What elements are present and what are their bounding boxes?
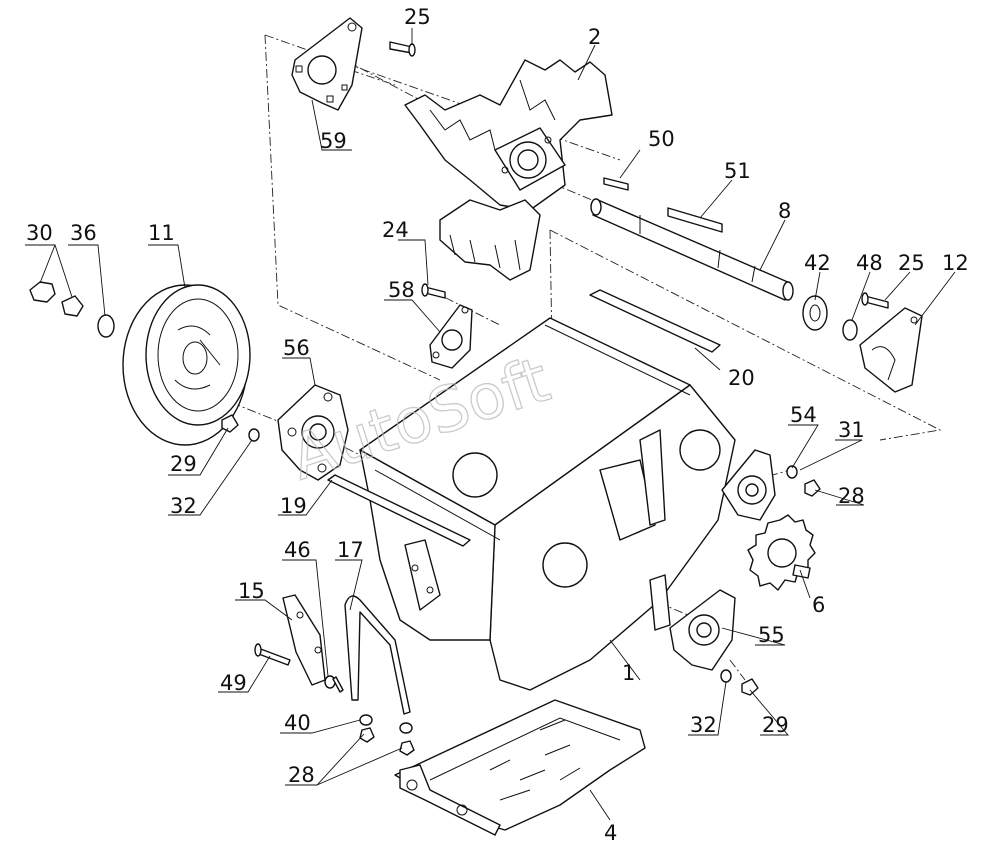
callout-2: 2: [588, 25, 601, 49]
callout-4: 4: [604, 821, 617, 845]
callout-55: 55: [758, 623, 785, 647]
callout-11: 11: [148, 221, 175, 245]
callout-30: 30: [26, 221, 53, 245]
part-56-bearing-flange: [277, 384, 349, 481]
part-8-shaft: [590, 198, 794, 301]
callout-28-bottom: 28: [288, 763, 315, 787]
part-58-flange-plate: [429, 304, 473, 369]
part-11-pulley: [122, 284, 251, 446]
callout-49: 49: [220, 671, 247, 695]
callout-59: 59: [320, 129, 347, 153]
part-31-28-washer-nut: [786, 465, 821, 497]
part-1-housing: [359, 317, 736, 691]
part-51-long-key: [667, 207, 723, 233]
part-25-pin-top: [389, 41, 416, 57]
callout-32-left: 32: [170, 494, 197, 518]
callout-54: 54: [790, 403, 817, 427]
callout-1: 1: [622, 661, 635, 685]
callout-51: 51: [724, 159, 751, 183]
part-25-bolt-right: [861, 292, 889, 309]
part-42-washer: [802, 295, 828, 331]
part-20-strip: [589, 289, 721, 353]
callout-24: 24: [382, 218, 409, 242]
callout-31: 31: [838, 418, 865, 442]
callout-36: 36: [70, 221, 97, 245]
part-15-bracket: [282, 594, 326, 686]
callout-15: 15: [238, 579, 265, 603]
part-48-circlip: [842, 319, 858, 341]
callout-40: 40: [284, 711, 311, 735]
part-59-flange-plate: [291, 17, 363, 111]
part-12-bracket-plate: [859, 307, 923, 393]
part-54-bearing-flange: [721, 449, 776, 521]
callout-28-right: 28: [838, 484, 865, 508]
part-55-bearing-flange: [669, 589, 736, 671]
part-36-washer: [61, 295, 115, 338]
part-28-nuts-bottom: [359, 714, 415, 756]
part-30-nut: [29, 281, 56, 303]
callout-20: 20: [728, 366, 755, 390]
leader-lines: [25, 28, 956, 821]
part-17-u-rod: [344, 595, 411, 715]
callout-labels: 2 25 59 50 51 8 42 48 25 12 30 36 11 24 …: [26, 5, 969, 845]
callout-12: 12: [942, 251, 969, 275]
callout-17: 17: [337, 538, 364, 562]
callout-29-right: 29: [762, 713, 789, 737]
part-29-32-nut-washer-left: [221, 414, 260, 442]
callout-46: 46: [284, 538, 311, 562]
callout-42: 42: [804, 251, 831, 275]
part-2-auger-bracket: [404, 59, 613, 281]
callout-25-top: 25: [404, 5, 431, 29]
part-49-bolt: [254, 643, 291, 666]
callout-56: 56: [283, 336, 310, 360]
callout-19: 19: [280, 494, 307, 518]
part-32-29-washer-nut-right: [720, 669, 759, 696]
callout-6: 6: [812, 593, 825, 617]
callout-50: 50: [648, 127, 675, 151]
part-6-sprocket: [747, 514, 816, 591]
callout-25-right: 25: [898, 251, 925, 275]
callout-48: 48: [856, 251, 883, 275]
callout-32-right: 32: [690, 713, 717, 737]
callout-29-left: 29: [170, 452, 197, 476]
part-19-strip: [327, 474, 471, 547]
part-24-bolt: [421, 283, 446, 299]
part-50-key: [603, 177, 629, 191]
part-40-46-washer-cotter: [324, 675, 344, 693]
callout-8: 8: [778, 199, 791, 223]
part-4-scraper-plate: [394, 699, 646, 836]
callout-58: 58: [388, 278, 415, 302]
